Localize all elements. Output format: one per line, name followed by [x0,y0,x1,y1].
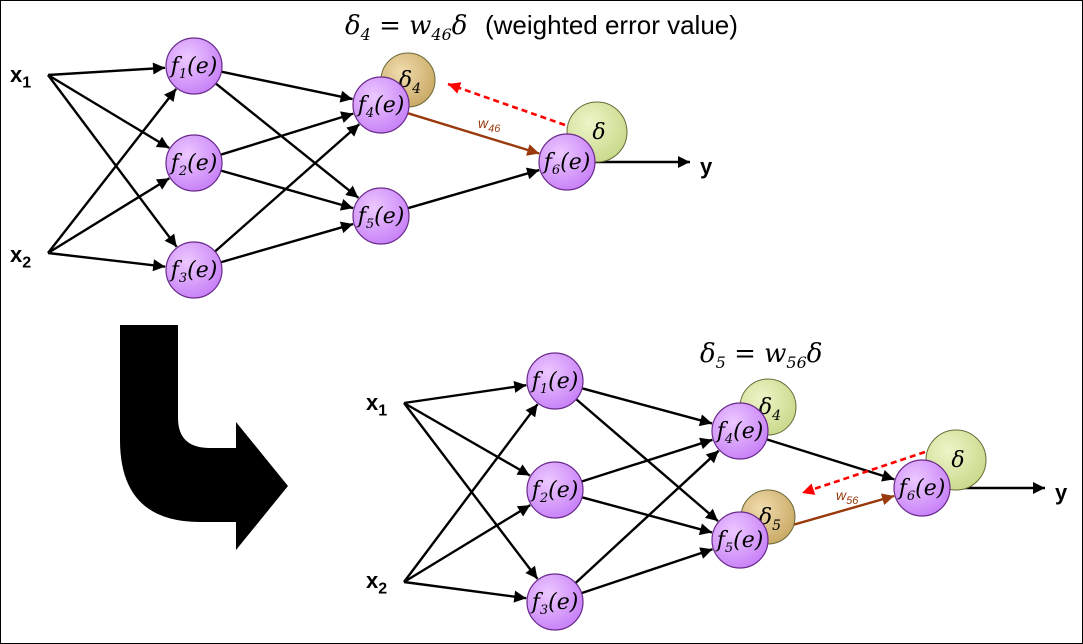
input-x1-label: x1 [10,62,31,92]
hidden-connection-arrow [215,82,360,199]
neuron-label: f6(e) [897,476,946,504]
error-propagation-arrow [447,82,566,127]
hidden-connection-arrow [581,547,713,595]
hidden-connection-arrow [581,496,713,536]
output-y-label: y [700,154,713,179]
weighted-error-caption: (weighted error value) [485,10,738,40]
neuron-label: f2(e) [530,478,579,506]
input-connection-arrow [47,88,178,254]
input-x2-label: x2 [366,568,387,598]
output-y-label: y [1055,480,1068,505]
hidden-connection-arrow [220,221,354,264]
neuron-label: f5(e) [356,204,405,232]
error-label: δ [951,448,964,473]
input-connection-arrow [47,251,166,272]
neuron-label: f2(e) [169,151,218,179]
neuron-label: f6(e) [542,150,591,178]
input-x1-label: x1 [366,390,387,420]
top-equation: δ4 = w46δ [345,11,467,44]
bottom-equation: δ5 = w56δ [700,339,822,372]
neuron-label: f4(e) [715,419,764,447]
neuron-n4: f4(e) [711,402,769,460]
neuron-label: f1(e) [169,54,218,82]
hidden-connection-arrow [574,449,720,584]
neuron-n1: f1(e) [165,37,223,95]
input-connection-arrow [403,580,527,603]
input-connection-arrow [47,177,170,255]
neuron-n6: f6(e) [893,459,951,517]
neuron-n3: f3(e) [165,241,223,299]
input-connection-arrow [403,401,531,477]
neuron-n6: f6(e) [538,133,596,191]
neuron-n2: f2(e) [165,134,223,192]
weighted-connection-arrow [407,112,540,156]
input-connection-arrow [47,62,166,77]
neuron-label: f4(e) [356,93,405,121]
hidden-connection-arrow [221,70,353,103]
input-connection-arrow [403,380,527,405]
neuron-n5: f5(e) [711,511,769,569]
input-connection-arrow [403,504,531,584]
hidden-connection-arrow [581,437,713,483]
hidden-connection-arrow [581,387,713,427]
transition-arrow [120,325,288,550]
error-propagation-arrow [801,450,926,495]
output-connection-arrow [766,438,895,482]
neuron-n2: f2(e) [526,461,584,519]
neuron-label: f3(e) [530,590,579,618]
weight-label: w56 [836,487,859,507]
neuron-label: f1(e) [530,369,579,397]
neuron-n4: f4(e) [352,76,410,134]
input-connection-arrow [403,403,539,583]
neuron-label: f3(e) [169,258,218,286]
neuron-n3: f3(e) [526,573,584,631]
input-connection-arrow [47,73,170,150]
input-connection-arrow [403,402,539,580]
error-label: δ [592,120,605,145]
weight-label: w46 [478,115,501,135]
input-connection-arrow [47,74,178,248]
neuron-label: f5(e) [715,528,764,556]
hidden-connection-arrow [214,123,361,253]
hidden-connection-arrow [220,111,354,156]
output-connection-arrow [407,167,540,210]
input-x2-label: x2 [10,242,31,272]
neuron-n1: f1(e) [526,352,584,410]
neuron-n5: f5(e) [352,187,410,245]
